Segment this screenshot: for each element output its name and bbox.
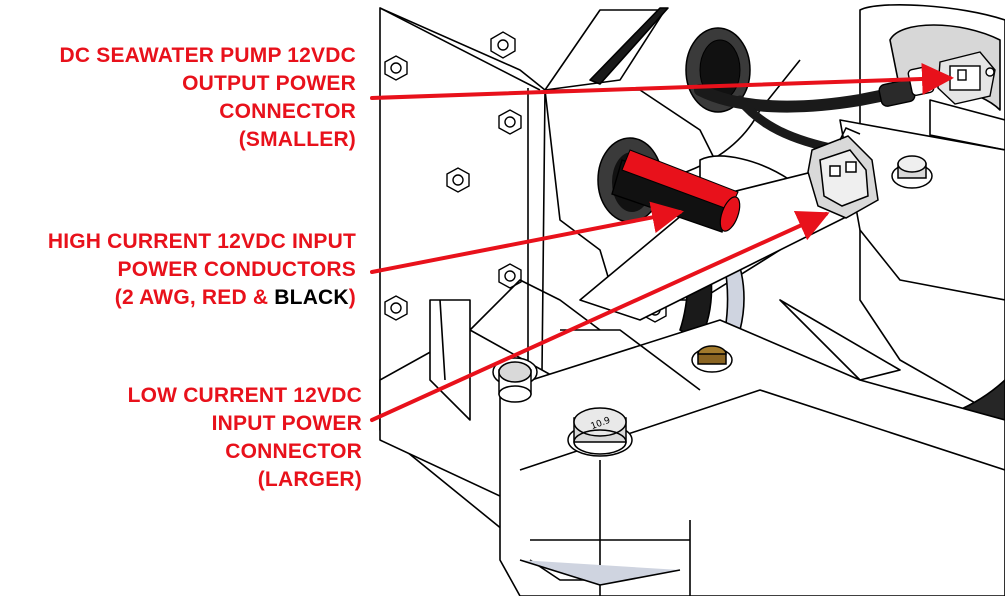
label-line: POWER CONDUCTORS — [117, 258, 356, 281]
label-line: DC SEAWATER PUMP 12VDC — [59, 44, 356, 67]
label-segment: ) — [348, 286, 356, 309]
label-segment: (2 AWG, RED & — [114, 286, 275, 309]
label-line: INPUT POWER — [211, 412, 362, 435]
high-current-conductors — [597, 137, 741, 233]
label-line: (LARGER) — [257, 468, 362, 491]
base-bolts — [492, 155, 933, 457]
label-line: CONNECTOR — [219, 100, 356, 123]
pump-output-cable — [685, 27, 935, 155]
plate-bolts — [384, 31, 667, 323]
label-black-word: BLACK — [274, 286, 349, 309]
label-line: (SMALLER) — [238, 128, 356, 151]
large-input-connector — [807, 127, 879, 219]
leader-high-current — [370, 201, 684, 274]
label-line: HIGH CURRENT 12VDC INPUT — [47, 230, 356, 253]
label-high-current-conductors: HIGH CURRENT 12VDC INPUT POWER CONDUCTOR… — [4, 228, 356, 312]
label-line: CONNECTOR — [225, 440, 362, 463]
label-line: OUTPUT POWER — [182, 72, 356, 95]
callout-leaders — [370, 62, 954, 422]
label-low-current-connector: LOW CURRENT 12VDC INPUT POWER CONNECTOR … — [10, 382, 362, 494]
leader-pump-connector — [370, 62, 954, 100]
label-line-mixed: (2 AWG, RED & BLACK) — [4, 284, 356, 312]
leader-low-current — [370, 210, 830, 422]
label-pump-output-connector: DC SEAWATER PUMP 12VDC OUTPUT POWER CONN… — [10, 42, 356, 154]
label-line: LOW CURRENT 12VDC — [127, 384, 362, 407]
base-housing — [379, 119, 1005, 596]
